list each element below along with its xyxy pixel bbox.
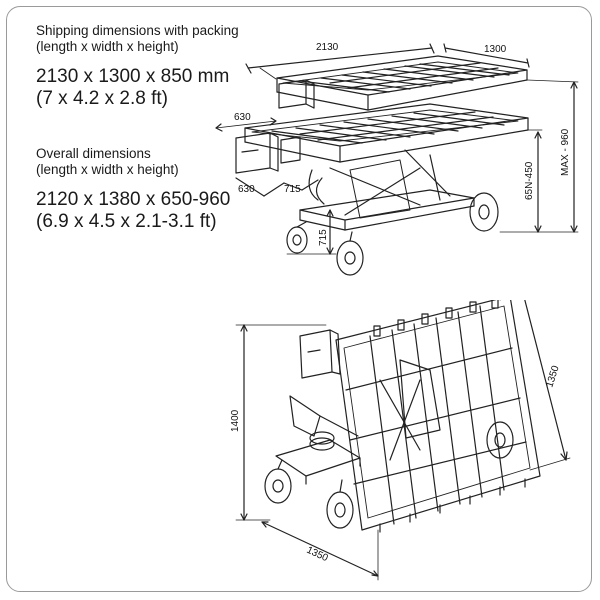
overall-imperial: (6.9 x 4.5 x 2.1-3.1 ft): [36, 211, 217, 232]
dim-box-bottom-label: 630: [238, 184, 255, 195]
dim-length-line: [245, 43, 435, 80]
dim-width-label: 1300: [484, 44, 507, 55]
dim-base-label: 1350: [305, 545, 330, 565]
overall-metric: 2120 x 1380 x 650-960: [36, 189, 231, 210]
dim-length-label: 2130: [316, 42, 339, 53]
upper-frame: [276, 55, 528, 111]
dim-box-bottom-line: [235, 177, 319, 197]
control-box: [299, 329, 341, 379]
shipping-title: Shipping dimensions with packing: [36, 23, 239, 38]
figure-frame: [6, 6, 592, 592]
cart-top-drawing: 2130 1300 630 630 715 715 65N-450 MAX - …: [215, 42, 579, 276]
dim-height-range-label: 65N-450: [524, 161, 535, 200]
dim-height-line: [235, 324, 327, 521]
lower-frame: [215, 103, 529, 174]
bottom-wheels: [264, 421, 514, 529]
dim-offset-label: 715: [284, 184, 301, 195]
dim-height-label: 1400: [230, 409, 241, 432]
dim-height-min-label: 715: [318, 229, 329, 246]
dim-width-line: [443, 43, 530, 68]
overall-subtitle: (length x width x height): [36, 162, 179, 177]
cart-bottom-drawing: 1400 1350 1350: [230, 300, 571, 581]
top-wheels: [286, 192, 499, 276]
bottom-base: [275, 359, 441, 485]
shipping-subtitle: (length x width x height): [36, 39, 179, 54]
shipping-metric: 2130 x 1300 x 850 mm: [36, 66, 230, 87]
lift-base: [299, 149, 475, 231]
dim-height-min-line: [286, 209, 337, 255]
dim-height-max-label: MAX - 960: [560, 128, 571, 176]
dim-diagonal-label: 1350: [544, 364, 561, 389]
dim-height-max-line: [499, 79, 579, 233]
dim-height-range-line: [527, 129, 543, 233]
dim-box-top-label: 630: [234, 112, 251, 123]
dim-diagonal-line: [499, 300, 571, 471]
dim-base-line: [261, 521, 379, 581]
shipping-imperial: (7 x 4.2 x 2.8 ft): [36, 88, 168, 109]
overall-title: Overall dimensions: [36, 146, 151, 161]
